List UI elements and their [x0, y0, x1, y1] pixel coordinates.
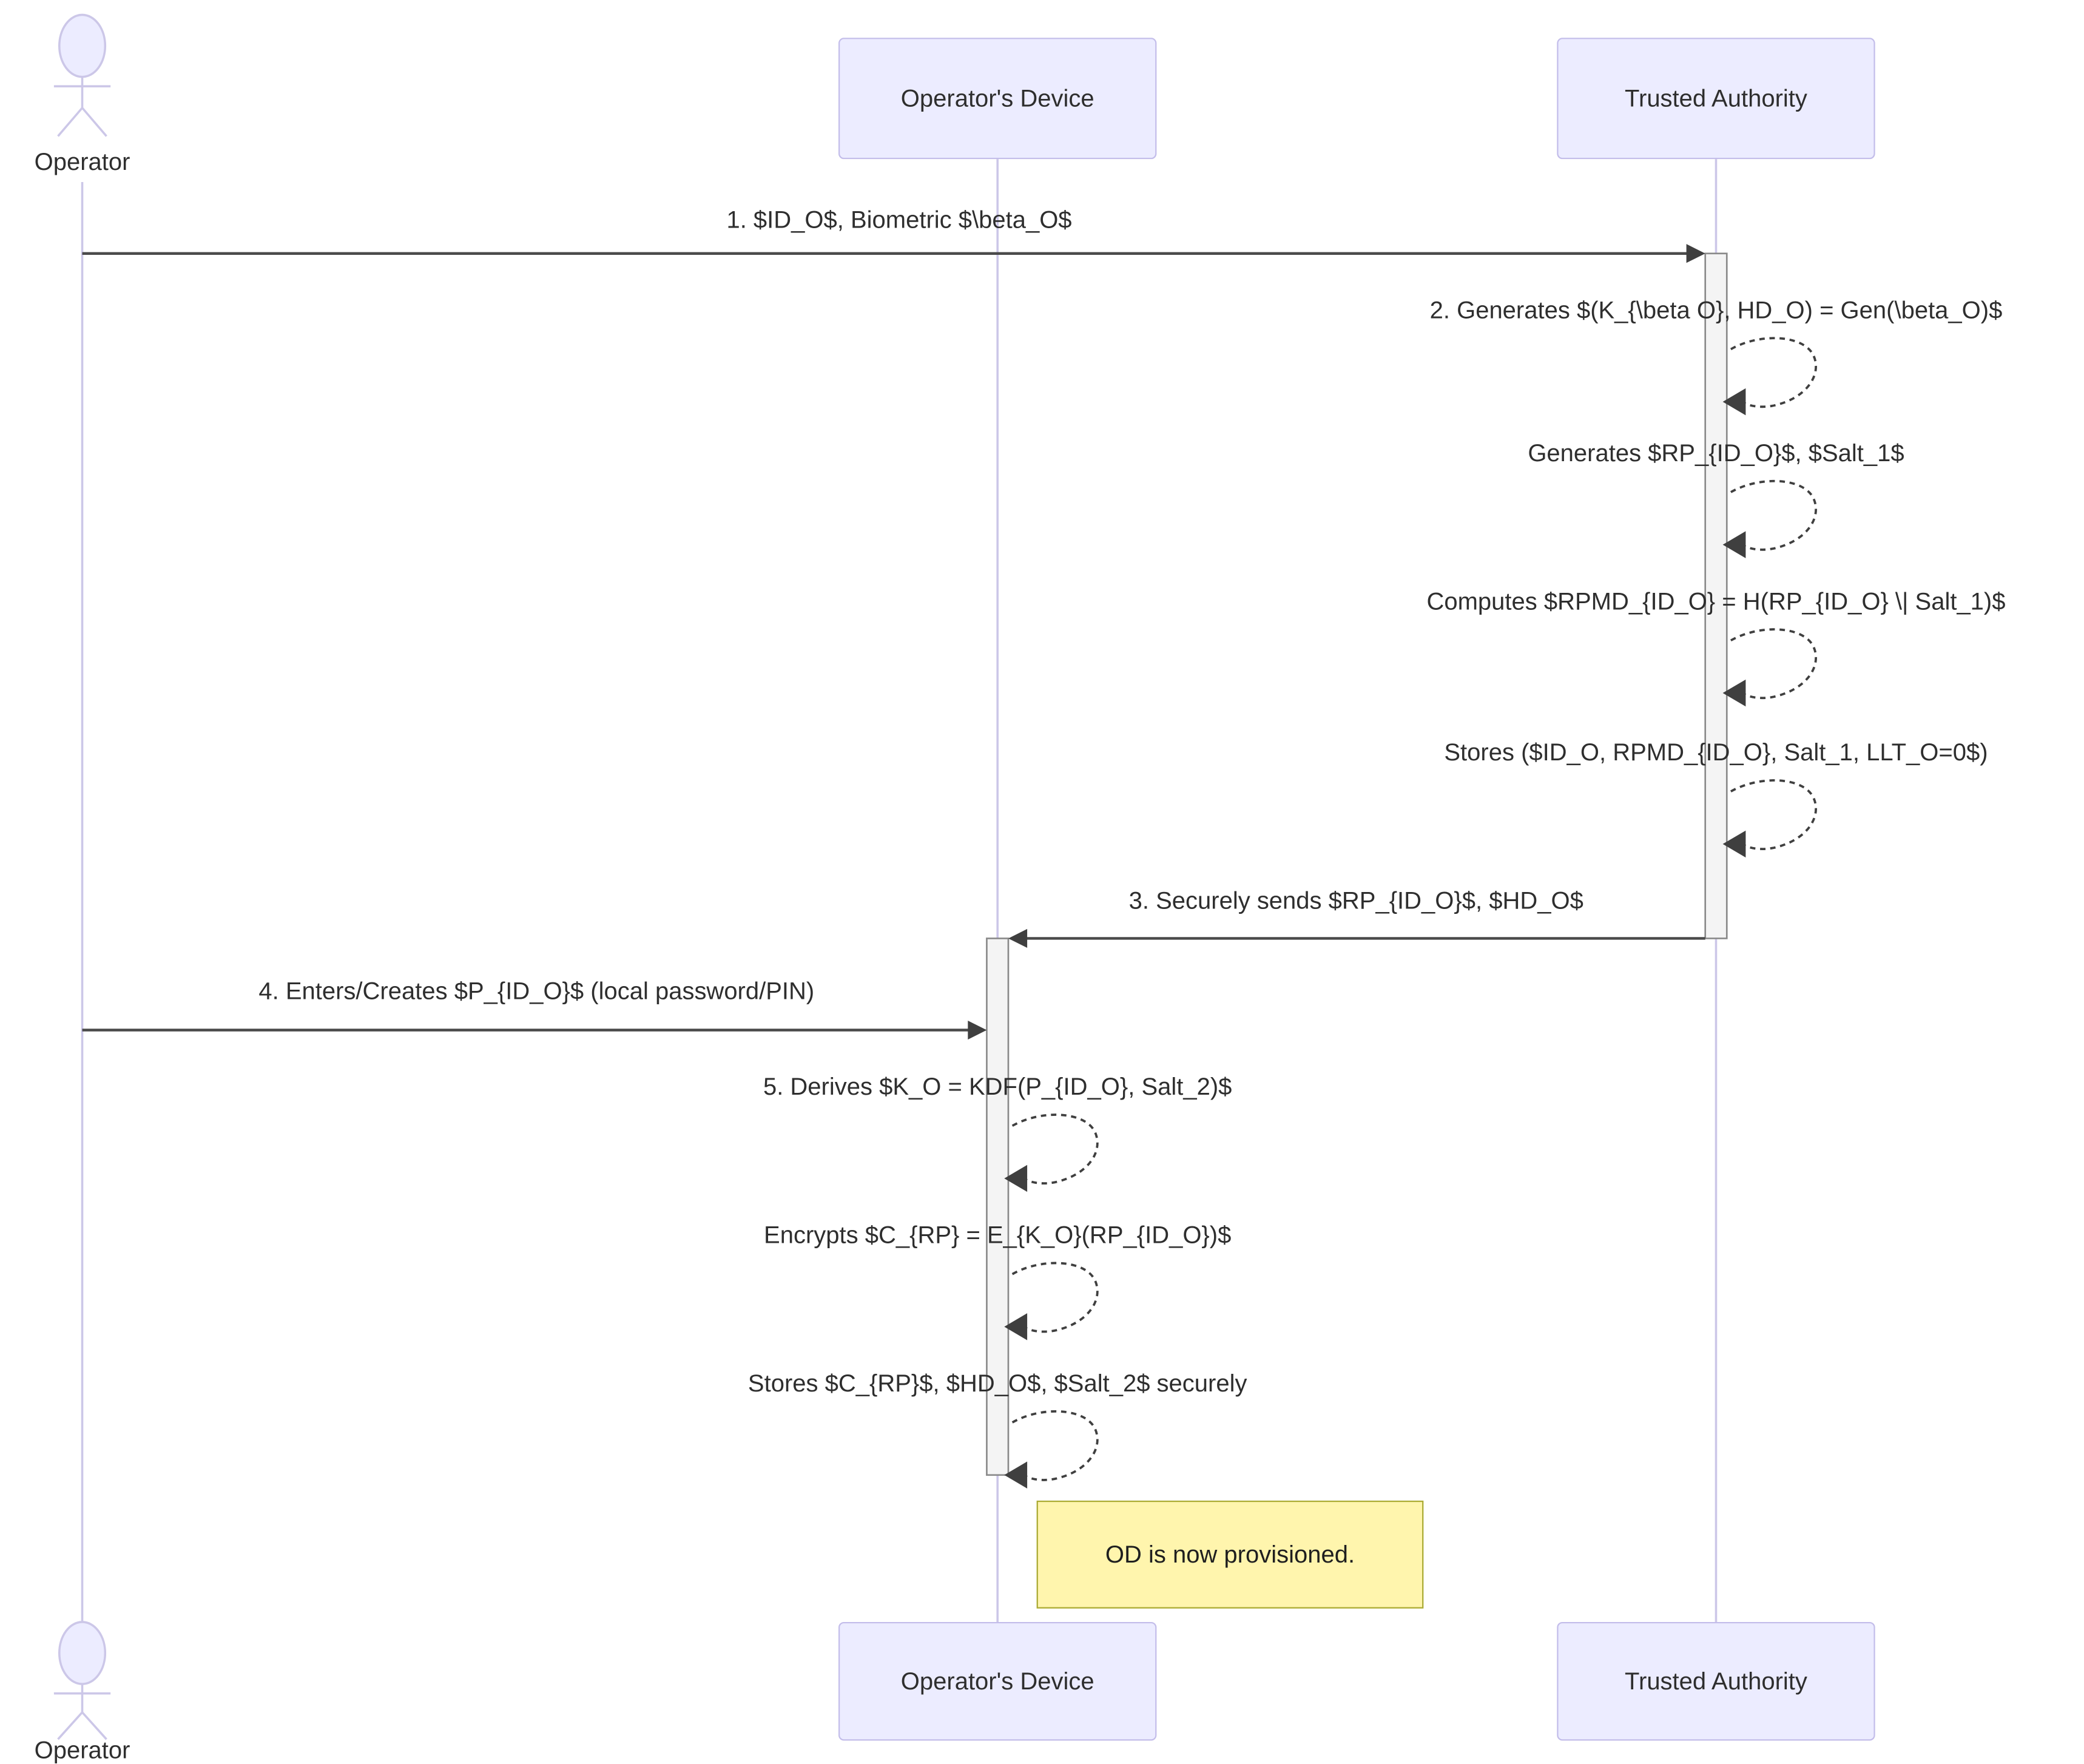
note-box: OD is now provisioned. — [1036, 1500, 1424, 1609]
actor-label-operator-bottom: Operator — [34, 1736, 130, 1764]
message-2b-label: Generates $RP_{ID_O}$, $Salt_1$ — [1528, 439, 1904, 467]
actor-icon-bottom — [53, 1621, 111, 1740]
message-2c-label: Computes $RPMD_{ID_O} = H(RP_{ID_O} \| S… — [1426, 587, 2006, 615]
participant-label: Trusted Authority — [1625, 1667, 1807, 1694]
actor-icon-top — [53, 13, 111, 137]
self-loop-arrow — [1004, 1262, 1099, 1340]
message-2-label: 2. Generates $(K_{\beta O}, HD_O) = Gen(… — [1429, 296, 2003, 324]
activation-bar-trusted-authority — [1704, 252, 1728, 939]
self-loop-arrow — [1722, 628, 1817, 707]
participant-box-trusted-authority-top: Trusted Authority — [1557, 38, 1875, 160]
message-5c-label: Stores $C_{RP}$, $HD_O$, $Salt_2$ secure… — [747, 1370, 1247, 1397]
activation-bar-operators-device — [986, 938, 1010, 1476]
message-1-arrowhead — [1686, 244, 1705, 263]
note-text: OD is now provisioned. — [1105, 1540, 1355, 1567]
self-loop-arrow — [1004, 1410, 1099, 1489]
message-5b-label: Encrypts $C_{RP} = E_{K_O}(RP_{ID_O})$ — [764, 1222, 1232, 1249]
self-loop-arrow — [1722, 479, 1817, 558]
message-2d-label: Stores ($ID_O, RPMD_{ID_O}, Salt_1, LLT_… — [1444, 738, 1988, 766]
self-loop-arrow — [1722, 337, 1817, 416]
message-4-arrowhead — [968, 1020, 987, 1040]
participant-box-operators-device-top: Operator's Device — [838, 38, 1157, 160]
participant-label: Trusted Authority — [1625, 84, 1807, 112]
message-3-arrowhead — [1008, 928, 1028, 948]
message-3-label: 3. Securely sends $RP_{ID_O}$, $HD_O$ — [1128, 887, 1583, 914]
participant-label: Operator's Device — [900, 1667, 1094, 1694]
message-4-label: 4. Enters/Creates $P_{ID_O}$ (local pass… — [258, 977, 815, 1005]
self-loop-arrow — [1004, 1113, 1099, 1192]
message-5-label: 5. Derives $K_O = KDF(P_{ID_O}, Salt_2)$ — [763, 1073, 1232, 1101]
participant-box-operators-device-bottom: Operator's Device — [838, 1621, 1157, 1741]
actor-label-operator-top: Operator — [34, 148, 130, 175]
self-loop-arrow — [1722, 779, 1817, 858]
participant-box-trusted-authority-bottom: Trusted Authority — [1557, 1621, 1875, 1741]
participant-label: Operator's Device — [900, 84, 1094, 112]
message-1-label: 1. $ID_O$, Biometric $\beta_O$ — [726, 206, 1072, 234]
